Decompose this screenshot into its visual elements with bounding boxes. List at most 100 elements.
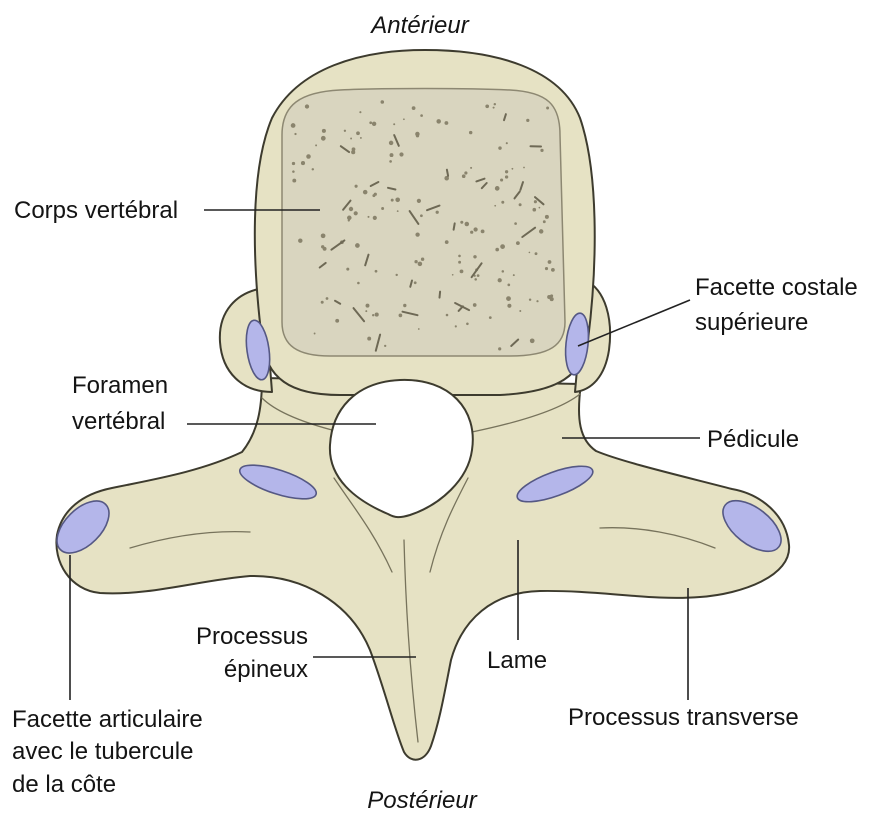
trabecular-speck (305, 104, 309, 108)
trabecular-speck (346, 268, 349, 271)
trabecular-speck (298, 238, 302, 242)
trabecular-speck (349, 207, 353, 211)
trabecular-speck (546, 107, 549, 110)
trabecular-speck (519, 310, 521, 312)
trabecular-speck (498, 347, 501, 350)
trabecular-speck (465, 222, 470, 227)
trabecular-speck (458, 255, 461, 258)
trabecular-speck (513, 274, 515, 276)
trabecular-speck (506, 142, 508, 144)
trabecular-speck (489, 316, 492, 319)
trabecular-speck (322, 129, 326, 133)
trabecular-speck (354, 211, 358, 215)
trabecular-speck (321, 301, 324, 304)
trabecular-speck (474, 278, 477, 281)
trabecular-speck (399, 152, 403, 156)
trabecular-speck (294, 133, 296, 135)
costal-facet-label-line1: Facette costale (695, 274, 858, 301)
trabecular-speck (505, 170, 508, 173)
tubercle-facet-label-line2: avec le tubercule (12, 738, 193, 765)
trabecular-speck (292, 162, 295, 165)
trabecular-speck (356, 131, 360, 135)
trabecular-speck (315, 144, 317, 146)
trabecular-streak (440, 292, 441, 298)
trabecular-speck (312, 168, 314, 170)
trabecular-speck (516, 241, 520, 245)
trabecular-speck (384, 345, 386, 347)
trabecular-speck (397, 210, 399, 212)
trabecular-speck (357, 282, 360, 285)
trabecular-speck (375, 313, 379, 317)
trabecular-speck (363, 190, 368, 195)
trabecular-speck (534, 200, 537, 203)
trabecular-speck (536, 300, 538, 302)
trabecular-speck (502, 270, 505, 273)
trabecular-speck (535, 252, 538, 255)
trabecular-speck (446, 314, 449, 317)
trabecular-speck (523, 167, 525, 169)
trabecular-speck (391, 199, 394, 202)
trabecular-speck (485, 104, 489, 108)
trabecular-speck (469, 131, 472, 134)
trabecular-speck (414, 260, 417, 263)
trabecular-speck (452, 274, 454, 276)
trabecular-speck (359, 111, 361, 113)
trabecular-speck (539, 229, 543, 233)
trabecular-speck (381, 100, 385, 104)
trabecular-speck (545, 267, 548, 270)
trabecular-speck (344, 130, 346, 132)
trabecular-speck (498, 146, 501, 149)
trabecular-speck (403, 304, 406, 307)
trabecular-speck (352, 147, 356, 151)
trabecular-speck (416, 134, 419, 137)
trabecular-speck (326, 297, 329, 300)
trabecular-speck (529, 252, 531, 254)
trabecular-speck (335, 319, 339, 323)
trabecular-speck (501, 201, 504, 204)
trabecular-speck (436, 211, 439, 214)
trabecular-speck (323, 247, 327, 251)
trabecular-speck (314, 333, 316, 335)
trabecular-speck (395, 274, 397, 276)
vertebral-body-label: Corps vertébral (14, 197, 178, 224)
trabecular-speck (494, 103, 496, 105)
trabecular-speck (500, 178, 503, 181)
trabecular-speck (375, 270, 378, 273)
trabecular-speck (545, 215, 549, 219)
trabecular-speck (498, 278, 502, 282)
trabecular-speck (507, 304, 511, 308)
trabecular-speck (495, 186, 500, 191)
trabecular-speck (470, 231, 473, 234)
trabecular-speck (414, 281, 417, 284)
trabecular-speck (511, 168, 513, 170)
trabecular-speck (418, 328, 420, 330)
trabecular-speck (530, 338, 535, 343)
trabecular-speck (365, 310, 367, 312)
trabecular-speck (473, 303, 477, 307)
trabecular-speck (399, 314, 403, 318)
foramen-label-line2: vertébral (72, 408, 165, 435)
trabecular-speck (372, 314, 374, 316)
trabecular-speck (417, 199, 421, 203)
trabecular-speck (529, 298, 531, 300)
trabecular-speck (372, 194, 375, 197)
trabecular-speck (543, 220, 546, 223)
posterior-label: Postérieur (367, 787, 477, 814)
trabecular-speck (420, 114, 423, 117)
trabecular-speck (514, 222, 517, 225)
trabecular-speck (348, 219, 350, 221)
trabecular-speck (301, 161, 305, 165)
trabecular-speck (355, 243, 360, 248)
transverse-process-label: Processus transverse (568, 704, 799, 731)
trabecular-speck (291, 123, 296, 128)
trabecular-speck (547, 295, 551, 299)
trabecular-speck (355, 185, 358, 188)
trabecular-speck (464, 171, 467, 174)
trabecular-speck (390, 153, 394, 157)
trabecular-speck (350, 138, 352, 140)
trabecular-speck (415, 232, 419, 236)
trabecular-speck (473, 255, 476, 258)
trabecular-speck (445, 240, 449, 244)
trabecular-speck (360, 137, 362, 139)
trabecular-speck (526, 119, 529, 122)
